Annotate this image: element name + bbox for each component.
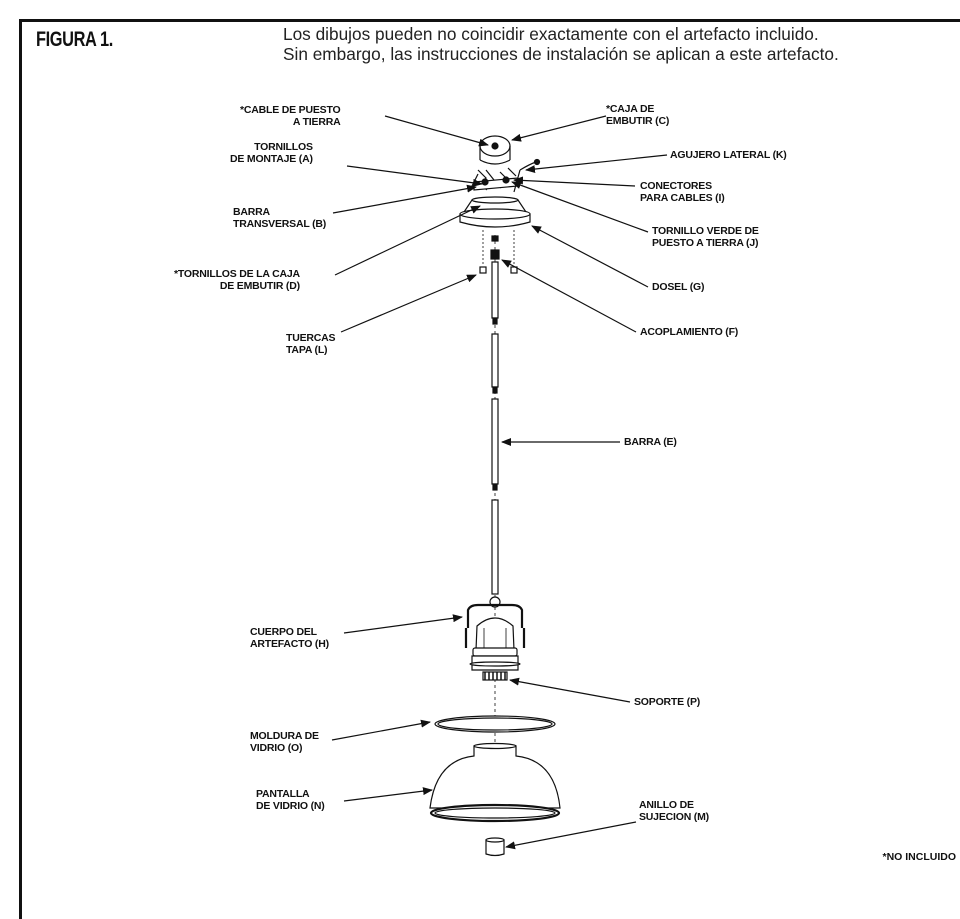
glass-shade-part [429, 742, 561, 823]
label-crossbar: BARRA TRANSVERSAL (B) [233, 206, 327, 230]
leader-crossbar [332, 184, 477, 214]
label-cap-nuts: TUERCAS TAPA (L) [286, 332, 336, 356]
label-mounting-screws: TORNILLOS DE MONTAJE (A) [230, 141, 313, 165]
leader-fixture-body [343, 614, 463, 634]
leader-canopy [531, 225, 649, 288]
outlet-box-part [479, 135, 511, 165]
label-ground-wire: *CABLE DE PUESTO A TIERRA [240, 104, 341, 128]
leader-green-ground [511, 181, 649, 233]
label-side-hole: AGUJERO LATERAL (K) [670, 149, 787, 161]
leader-cap-nuts [340, 274, 477, 333]
label-retaining-ring: ANILLO DE SUJECION (M) [639, 799, 709, 823]
intro-text: Los dibujos pueden no coincidir exactame… [283, 24, 847, 64]
leader-glass-trim [331, 719, 431, 741]
intro-line-2: Sin embargo, las instrucciones de instal… [283, 44, 839, 64]
label-outlet-box-screws: *TORNILLOS DE LA CAJA DE EMBUTIR (D) [174, 268, 300, 292]
leader-ground-wire [384, 115, 489, 147]
leader-lines [331, 115, 668, 850]
label-fixture-body: CUERPO DEL ARTEFACTO (H) [250, 626, 329, 650]
label-glass-shade: PANTALLA DE VIDRIO (N) [256, 788, 325, 812]
fixture-body-part [464, 596, 526, 671]
rod-part [491, 261, 499, 595]
crossbar-part [469, 158, 541, 193]
retaining-ring-part [485, 837, 505, 857]
leader-outlet-box [511, 115, 607, 142]
footnote-not-included: *NO INCLUIDO [882, 851, 957, 863]
figure-frame [19, 19, 960, 919]
leader-outlet-box-screws [334, 205, 481, 276]
leader-holder [509, 677, 631, 703]
label-green-ground-screw: TORNILLO VERDE DE PUESTO A TIERRA (J) [652, 225, 759, 249]
leader-coupling [501, 259, 637, 333]
label-outlet-box: *CAJA DE EMBUTIR (C) [606, 103, 670, 127]
holder-part [482, 671, 508, 681]
leader-side-hole [525, 154, 668, 174]
coupling-part [490, 235, 500, 260]
label-glass-trim: MOLDURA DE VIDRIO (O) [250, 730, 319, 754]
canopy-part [459, 196, 531, 228]
figure-title: FIGURA 1. [36, 28, 113, 51]
glass-trim-part [434, 715, 556, 733]
label-holder: SOPORTE (P) [634, 696, 701, 708]
leader-retaining-ring [505, 821, 637, 850]
label-canopy: DOSEL (G) [652, 281, 705, 293]
intro-line-1: Los dibujos pueden no coincidir exactame… [283, 24, 819, 44]
label-wire-connectors: CONECTORES PARA CABLES (I) [640, 180, 725, 204]
label-coupling: ACOPLAMIENTO (F) [640, 326, 739, 338]
leader-wire-connectors [513, 176, 636, 187]
leader-mounting-screws [346, 165, 483, 187]
label-rod: BARRA (E) [624, 436, 677, 448]
leader-glass-shade [343, 787, 433, 802]
